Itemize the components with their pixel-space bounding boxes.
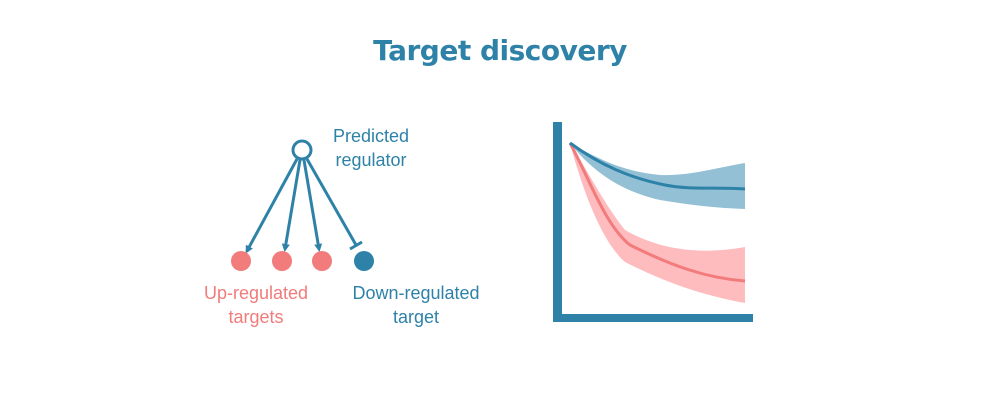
up-regulated-line (568, 142, 746, 283)
page-title: Target discovery (373, 34, 627, 67)
edge-arrow-3 (302, 159, 323, 252)
regulator-label: Predicted regulator (326, 124, 416, 172)
expression-chart (553, 122, 753, 322)
inhibition-bar-icon (349, 240, 363, 251)
y-axis (553, 122, 562, 322)
up-target-node-2 (272, 251, 292, 271)
regulator-node (291, 139, 313, 161)
regulator-label-line2: regulator (335, 150, 407, 170)
down-label-line1: Down-regulated (352, 283, 480, 303)
regulatory-network (231, 139, 374, 271)
up-regulated-confidence-band (570, 143, 745, 303)
up-label-line1: Up-regulated (203, 283, 309, 303)
down-label-line2: target (392, 307, 440, 327)
down-regulated-line (569, 141, 746, 191)
up-regulated-label: Up-regulated targets (186, 281, 326, 329)
up-label-line2: targets (228, 307, 284, 327)
down-target-node (354, 251, 374, 271)
up-target-node-3 (312, 251, 332, 271)
down-regulated-label: Down-regulated target (336, 281, 496, 329)
down-regulated-confidence-band (570, 143, 745, 209)
x-axis (553, 314, 753, 322)
up-target-node-1 (231, 251, 251, 271)
edge-inhibition (305, 158, 358, 246)
edge-arrow-2 (281, 159, 302, 252)
regulator-label-line1: Predicted (332, 126, 410, 146)
edge-arrow-1 (245, 158, 299, 254)
